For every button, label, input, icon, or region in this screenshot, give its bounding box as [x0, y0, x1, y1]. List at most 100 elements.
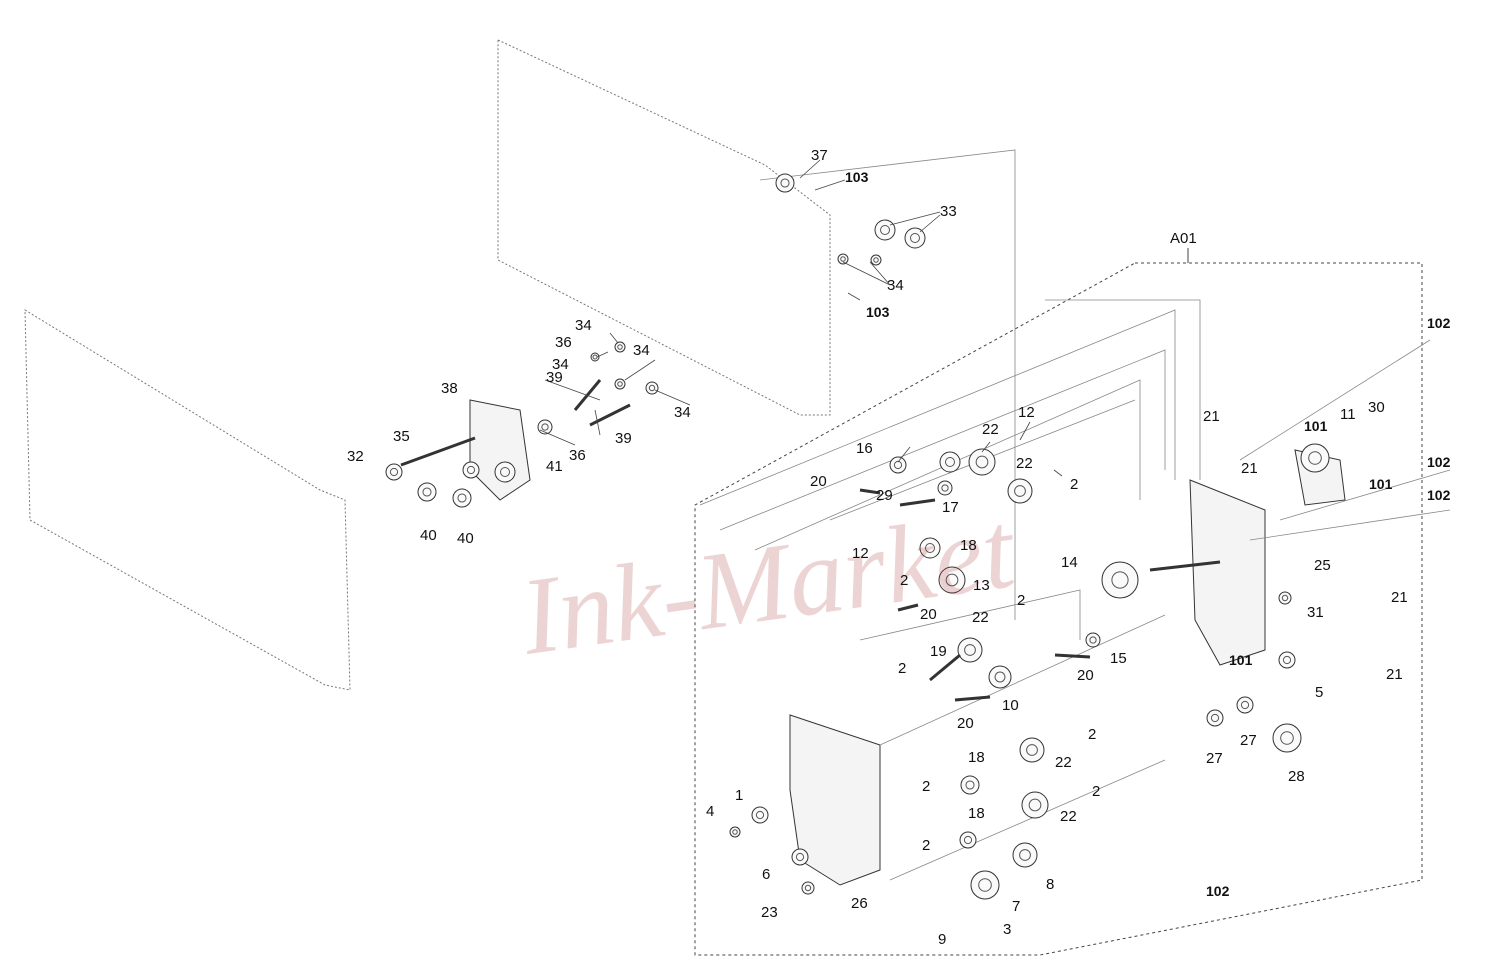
part-hub: [1282, 655, 1292, 665]
callout-c1: 1: [735, 787, 744, 804]
callout-c2c: 2: [1017, 592, 1026, 609]
part-ring: [385, 463, 403, 481]
callout-c14: 14: [1061, 554, 1078, 571]
leader-line: [842, 261, 891, 286]
leader-line: [919, 214, 941, 233]
callout-c22a: 22: [982, 421, 999, 438]
callout-c8: 8: [1046, 876, 1055, 893]
right-drive-frame: [1189, 479, 1266, 666]
part-hub: [1280, 731, 1294, 745]
part-hub: [541, 423, 549, 431]
callout-c32: 32: [347, 448, 364, 465]
part-hub: [840, 256, 846, 262]
callout-c9: 9: [938, 931, 947, 948]
shaft: [897, 603, 919, 612]
callout-c28: 28: [1288, 768, 1305, 785]
part-hub: [873, 257, 879, 263]
callout-c23: 23: [761, 904, 778, 921]
callout-c27a: 27: [1206, 750, 1223, 767]
shaft: [929, 653, 961, 682]
part-hub: [1089, 636, 1097, 644]
callout-c36b: 36: [569, 447, 586, 464]
guide-line: [699, 309, 1176, 506]
part-ring: [417, 482, 437, 502]
leader-line: [814, 179, 846, 191]
part-hub: [1111, 571, 1129, 589]
assembly-label: A01: [1170, 230, 1197, 247]
leader-line: [869, 261, 891, 286]
callout-c19: 19: [930, 643, 947, 660]
part-ring: [1021, 791, 1049, 819]
part-ring: [1012, 842, 1038, 868]
part-hub: [648, 384, 656, 392]
shaft: [954, 695, 991, 702]
part-ring: [775, 173, 795, 193]
callout-c20b: 20: [920, 606, 937, 623]
part-ring: [1019, 737, 1045, 763]
guide-line: [719, 349, 1166, 531]
part-hub: [910, 233, 920, 243]
part-hub: [965, 780, 975, 790]
callout-c2d: 2: [898, 660, 907, 677]
part-ring: [937, 480, 953, 496]
part-ring: [1101, 561, 1139, 599]
callout-c2h: 2: [922, 837, 931, 854]
guide-line: [859, 589, 1081, 641]
callout-c18c: 18: [968, 805, 985, 822]
callout-c22e: 22: [1060, 808, 1077, 825]
part-ring: [959, 831, 977, 849]
guide-line: [1239, 339, 1431, 461]
shaft: [400, 436, 476, 467]
part-hub: [941, 484, 949, 492]
callout-c2f: 2: [1092, 783, 1101, 800]
callout-c20d: 20: [957, 715, 974, 732]
part-hub: [389, 467, 399, 477]
callout-c18b: 18: [968, 749, 985, 766]
callout-c20a: 20: [810, 473, 827, 490]
part-ring: [957, 637, 983, 663]
callout-c11: 11: [1340, 406, 1356, 423]
guide-line: [1045, 299, 1201, 480]
callout-c5: 5: [1315, 684, 1324, 701]
part-ring: [751, 806, 769, 824]
part-hub: [457, 493, 467, 503]
guide-line: [1249, 509, 1451, 541]
guide-line: [759, 149, 1016, 620]
part-ring: [870, 254, 882, 266]
callout-c21b: 21: [1241, 460, 1258, 477]
part-hub: [1240, 700, 1250, 710]
part-hub: [945, 573, 959, 587]
callout-c101b: 101: [1369, 476, 1393, 492]
leader-line: [1019, 421, 1031, 441]
part-hub: [978, 878, 992, 892]
part-ring: [1206, 709, 1224, 727]
callout-c103a: 103: [845, 169, 869, 185]
leader-line: [847, 292, 861, 301]
shaft: [1149, 560, 1221, 572]
callout-c12a: 12: [1018, 404, 1035, 421]
callout-c10: 10: [1002, 697, 1019, 714]
part-hub: [1019, 849, 1031, 861]
part-ring: [939, 451, 961, 473]
callout-c2g: 2: [922, 778, 931, 795]
callout-c29: 29: [876, 487, 893, 504]
callout-c30: 30: [1368, 399, 1385, 416]
callout-c101a: 101: [1304, 418, 1328, 434]
callout-c31: 31: [1307, 604, 1324, 621]
part-hub: [1028, 798, 1042, 812]
part-ring: [837, 253, 849, 265]
callout-c40a: 40: [420, 527, 437, 544]
part-hub: [617, 344, 623, 350]
callout-c17: 17: [942, 499, 959, 516]
callout-c4: 4: [706, 803, 715, 820]
callout-c13: 13: [973, 577, 990, 594]
callout-c22c: 22: [972, 609, 989, 626]
leader-line: [544, 379, 601, 401]
callout-c2a: 2: [1070, 476, 1079, 493]
part-hub: [466, 465, 476, 475]
part-ring: [1272, 723, 1302, 753]
part-ring: [729, 826, 741, 838]
part-hub: [755, 810, 765, 820]
shaft: [589, 403, 631, 427]
